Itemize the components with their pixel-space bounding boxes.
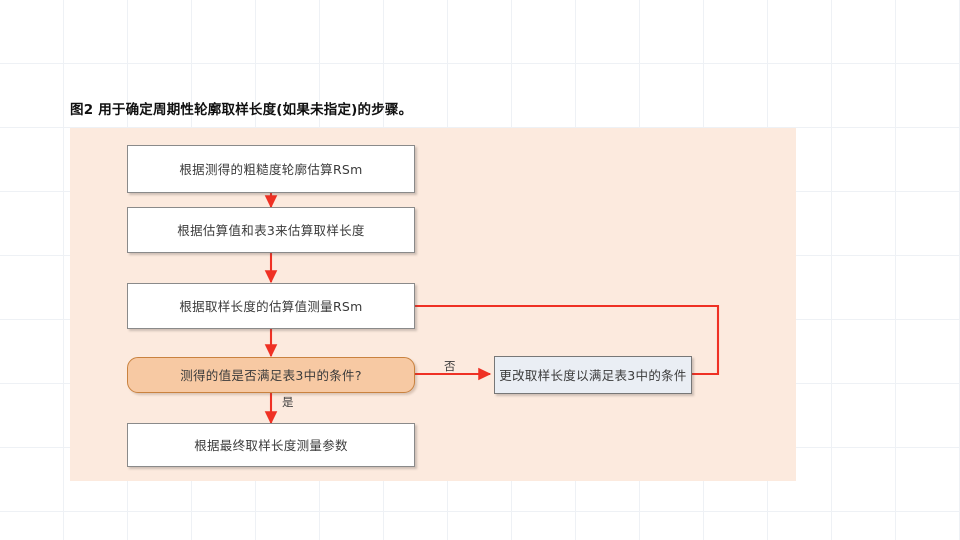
node-label: 根据估算值和表3来估算取样长度 xyxy=(177,222,365,238)
node-condition-check[interactable]: 测得的值是否满足表3中的条件? xyxy=(127,357,415,393)
node-label: 根据测得的粗糙度轮廓估算RSm xyxy=(179,161,363,177)
node-estimate-sampling-length[interactable]: 根据估算值和表3来估算取样长度 xyxy=(127,207,415,253)
node-label: 根据取样长度的估算值测量RSm xyxy=(179,298,363,314)
node-label: 测得的值是否满足表3中的条件? xyxy=(180,367,362,383)
node-label: 更改取样长度以满足表3中的条件 xyxy=(499,367,687,383)
figure-caption: 图2 用于确定周期性轮廓取样长度(如果未指定)的步骤。 xyxy=(70,102,413,118)
node-change-sampling-length[interactable]: 更改取样长度以满足表3中的条件 xyxy=(494,356,692,394)
node-measure-rsm[interactable]: 根据取样长度的估算值测量RSm xyxy=(127,283,415,329)
edge-label-no: 否 xyxy=(444,359,456,373)
node-measure-parameters[interactable]: 根据最终取样长度测量参数 xyxy=(127,423,415,467)
node-estimate-rsm[interactable]: 根据测得的粗糙度轮廓估算RSm xyxy=(127,145,415,193)
edge-label-yes: 是 xyxy=(282,395,294,409)
node-label: 根据最终取样长度测量参数 xyxy=(194,437,348,453)
